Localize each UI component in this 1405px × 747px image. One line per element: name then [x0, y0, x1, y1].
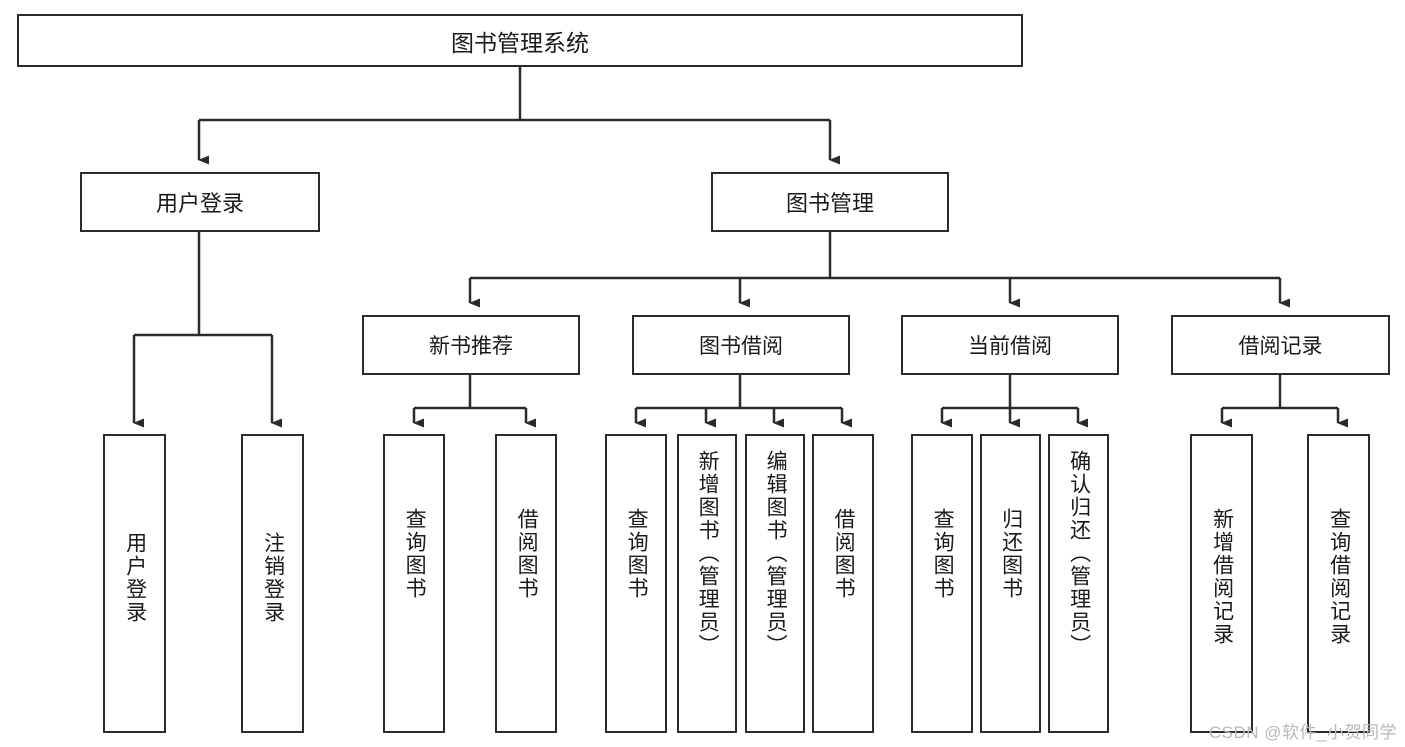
node-leaf-add-book-admin[interactable]: 新增图书（管理员）: [677, 434, 737, 733]
node-leaf-edit-book-admin[interactable]: 编辑图书（管理员）: [745, 434, 805, 733]
node-leaf-query-book-current[interactable]: 查询图书: [911, 434, 973, 733]
node-leaf-borrow-book[interactable]: 借阅图书: [812, 434, 874, 733]
node-leaf-confirm-return-admin[interactable]: 确认归还（管理员）: [1048, 434, 1109, 733]
node-label: 借阅图书: [832, 508, 856, 600]
node-label: 用户登录: [155, 191, 244, 216]
node-label: 借阅图书: [515, 508, 539, 600]
node-user-login[interactable]: 用户登录: [80, 172, 320, 232]
node-current-borrow[interactable]: 当前借阅: [901, 315, 1119, 375]
node-label: 用户登录: [123, 532, 147, 624]
node-label: 查询图书: [625, 508, 649, 600]
node-label: 注销登录: [261, 532, 285, 624]
node-label: 图书管理系统: [451, 29, 589, 56]
watermark-text: CSDN @软件_小贺同学: [1208, 723, 1397, 742]
node-root-system[interactable]: 图书管理系统: [17, 14, 1023, 67]
node-leaf-query-book-recommend[interactable]: 查询图书: [383, 434, 445, 733]
node-leaf-user-login[interactable]: 用户登录: [103, 434, 166, 733]
node-label: 确认归还（管理员）: [1067, 450, 1091, 657]
node-borrow-record[interactable]: 借阅记录: [1171, 315, 1390, 375]
node-leaf-query-borrow-record[interactable]: 查询借阅记录: [1307, 434, 1370, 733]
node-leaf-query-book-borrow[interactable]: 查询图书: [605, 434, 667, 733]
node-leaf-borrow-book-recommend[interactable]: 借阅图书: [495, 434, 557, 733]
node-book-borrow[interactable]: 图书借阅: [632, 315, 850, 375]
node-label: 查询借阅记录: [1327, 508, 1351, 646]
node-label: 借阅记录: [1238, 335, 1323, 358]
node-label: 当前借阅: [968, 335, 1052, 358]
node-label: 图书借阅: [699, 335, 783, 358]
node-leaf-logout[interactable]: 注销登录: [241, 434, 304, 733]
node-label: 查询图书: [931, 508, 955, 600]
node-book-management[interactable]: 图书管理: [711, 172, 949, 232]
node-label: 图书管理: [785, 191, 874, 216]
node-label: 新书推荐: [429, 335, 513, 358]
node-new-book-recommend[interactable]: 新书推荐: [362, 315, 580, 375]
node-leaf-return-book[interactable]: 归还图书: [980, 434, 1041, 733]
node-label: 归还图书: [999, 508, 1023, 600]
node-leaf-add-borrow-record[interactable]: 新增借阅记录: [1190, 434, 1253, 733]
node-label: 新增图书（管理员）: [696, 450, 720, 657]
node-label: 查询图书: [403, 508, 427, 600]
node-label: 新增借阅记录: [1210, 508, 1234, 646]
node-label: 编辑图书（管理员）: [764, 450, 788, 657]
